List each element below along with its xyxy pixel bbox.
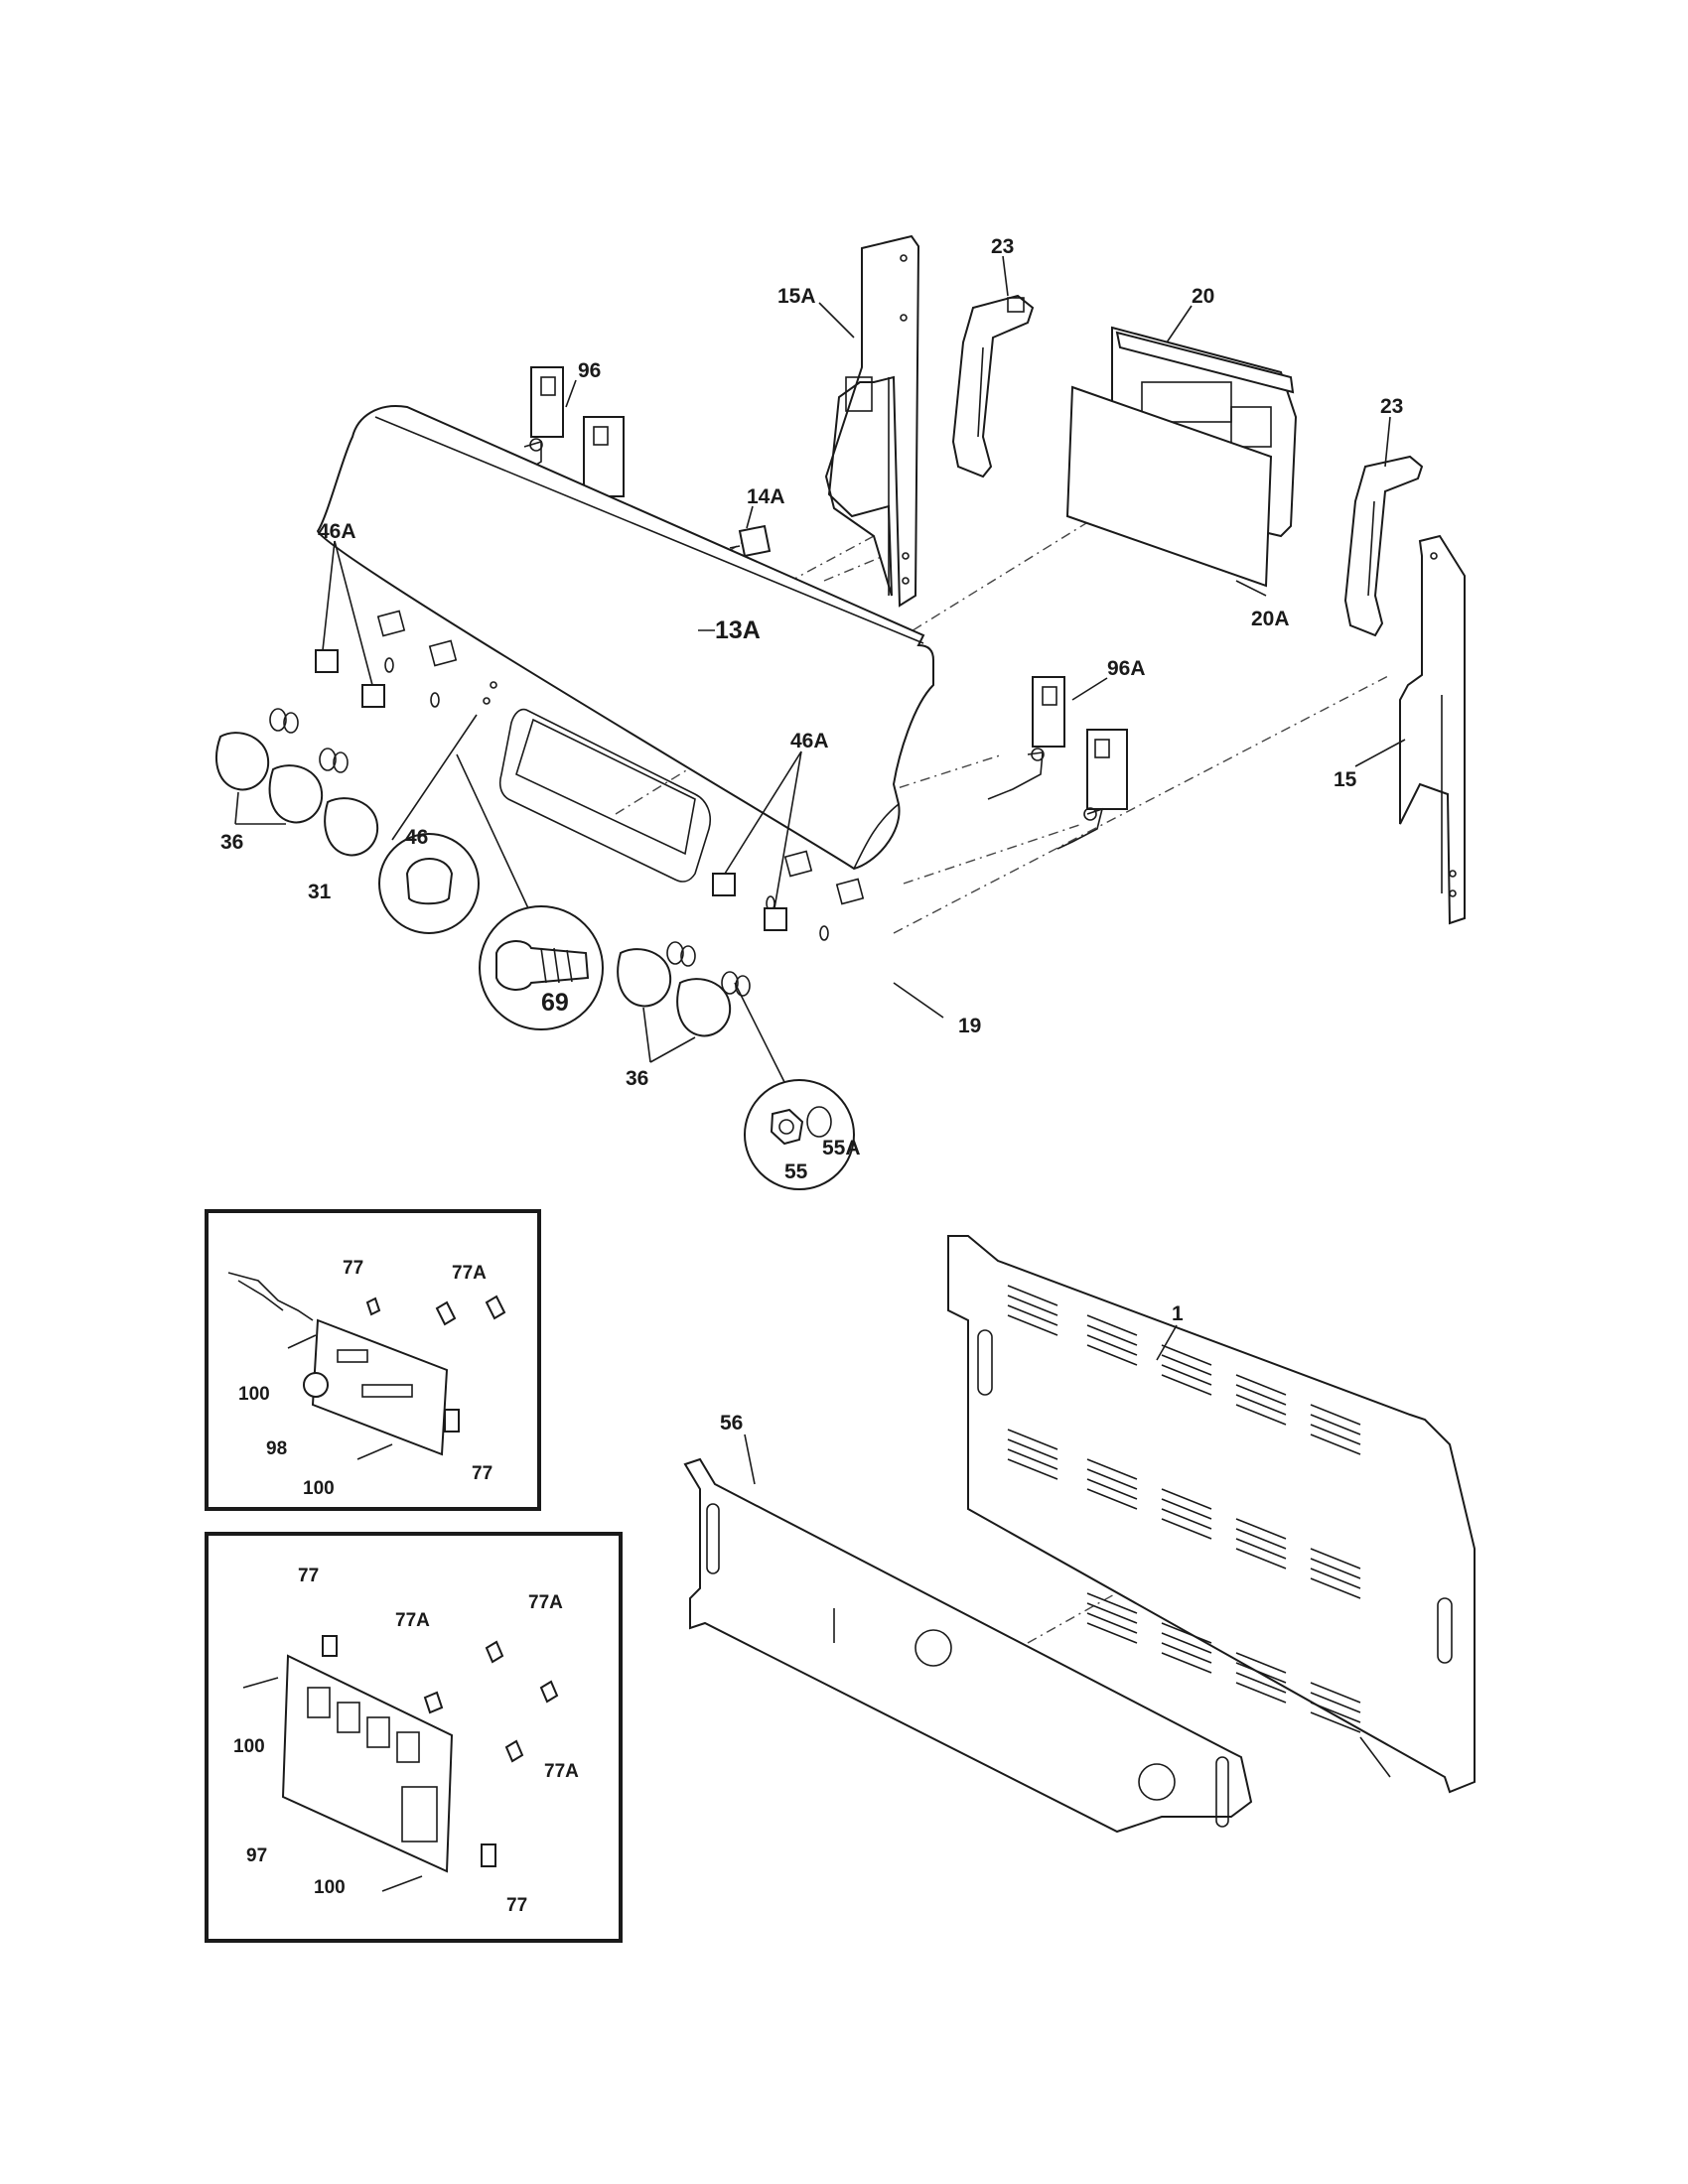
callout-15A[interactable]: 15A [777,285,816,308]
callout-box2-77-bottom[interactable]: 77 [506,1895,527,1916]
callout-15[interactable]: 15 [1334,768,1357,791]
callout-96A[interactable]: 96A [1107,657,1146,680]
callout-box2-97[interactable]: 97 [246,1845,267,1866]
callout-box1-98[interactable]: 98 [266,1438,287,1459]
callout-1[interactable]: 1 [1172,1302,1184,1325]
infinite-switch-96A[interactable] [987,676,1128,850]
control-panel-19[interactable] [316,405,934,941]
callout-box1-100-bottom[interactable]: 100 [303,1478,335,1499]
callout-56[interactable]: 56 [720,1412,743,1434]
callout-23-upper[interactable]: 23 [991,235,1014,258]
callout-96[interactable]: 96 [578,359,601,382]
knob-31[interactable] [324,797,379,857]
callout-31[interactable]: 31 [308,881,332,903]
callout-14A[interactable]: 14A [747,485,785,508]
callout-box2-77A-right[interactable]: 77A [528,1592,563,1613]
callout-55[interactable]: 55 [784,1160,808,1183]
overlay-20A[interactable] [1065,385,1273,588]
callout-19[interactable]: 19 [958,1015,981,1037]
inset-box-2 [205,1532,623,1943]
inset-box-1 [205,1209,541,1511]
side-bracket-15[interactable] [1399,534,1466,925]
callout-box1-100-left[interactable]: 100 [238,1384,270,1405]
callout-box1-77A[interactable]: 77A [452,1263,487,1284]
callout-box2-77A-mid[interactable]: 77A [395,1610,430,1631]
vent-louvers [1007,1285,1361,1733]
knobs-36-left[interactable] [215,708,349,824]
callout-36-left[interactable]: 36 [220,831,243,854]
strap-23-lower[interactable] [1343,455,1424,637]
clip-46A-left[interactable] [315,649,385,708]
callout-23-lower[interactable]: 23 [1380,395,1403,418]
callout-55A[interactable]: 55A [822,1137,861,1160]
callout-13A[interactable]: 13A [715,616,761,644]
callout-46[interactable]: 46 [405,826,428,849]
callout-labels: 15A 23 20 23 96 14A 46A 13A 20A 96A 46A … [220,235,1403,1916]
detail-69[interactable] [456,753,604,1030]
callout-20[interactable]: 20 [1192,285,1214,308]
clip-46A-right[interactable] [712,873,787,931]
callout-box2-77A-low[interactable]: 77A [544,1761,579,1782]
knobs-36-bottom[interactable] [617,941,751,1037]
callout-box2-77-top[interactable]: 77 [298,1566,319,1586]
callout-box1-77-top[interactable]: 77 [343,1258,363,1279]
switch-14A[interactable] [729,524,772,558]
strap-23-upper[interactable] [951,294,1035,478]
lower-panel-56[interactable] [683,1457,1253,1834]
callout-box2-100-left[interactable]: 100 [233,1736,265,1757]
callout-69[interactable]: 69 [541,989,569,1017]
detail-46[interactable] [378,714,480,934]
callout-box2-100-bottom[interactable]: 100 [314,1877,346,1898]
callout-46A-right[interactable]: 46A [790,730,829,752]
detail-55[interactable] [734,982,855,1190]
callout-leaders [234,255,1406,1778]
callout-20A[interactable]: 20A [1251,608,1290,630]
callout-box1-77-bottom[interactable]: 77 [472,1463,492,1484]
callout-46A-left[interactable]: 46A [318,520,356,543]
infinite-switch-96[interactable] [491,366,625,552]
side-bracket-15A[interactable] [824,234,920,608]
callout-36-bottom[interactable]: 36 [626,1067,648,1090]
rear-panel-1[interactable] [947,1235,1476,1794]
